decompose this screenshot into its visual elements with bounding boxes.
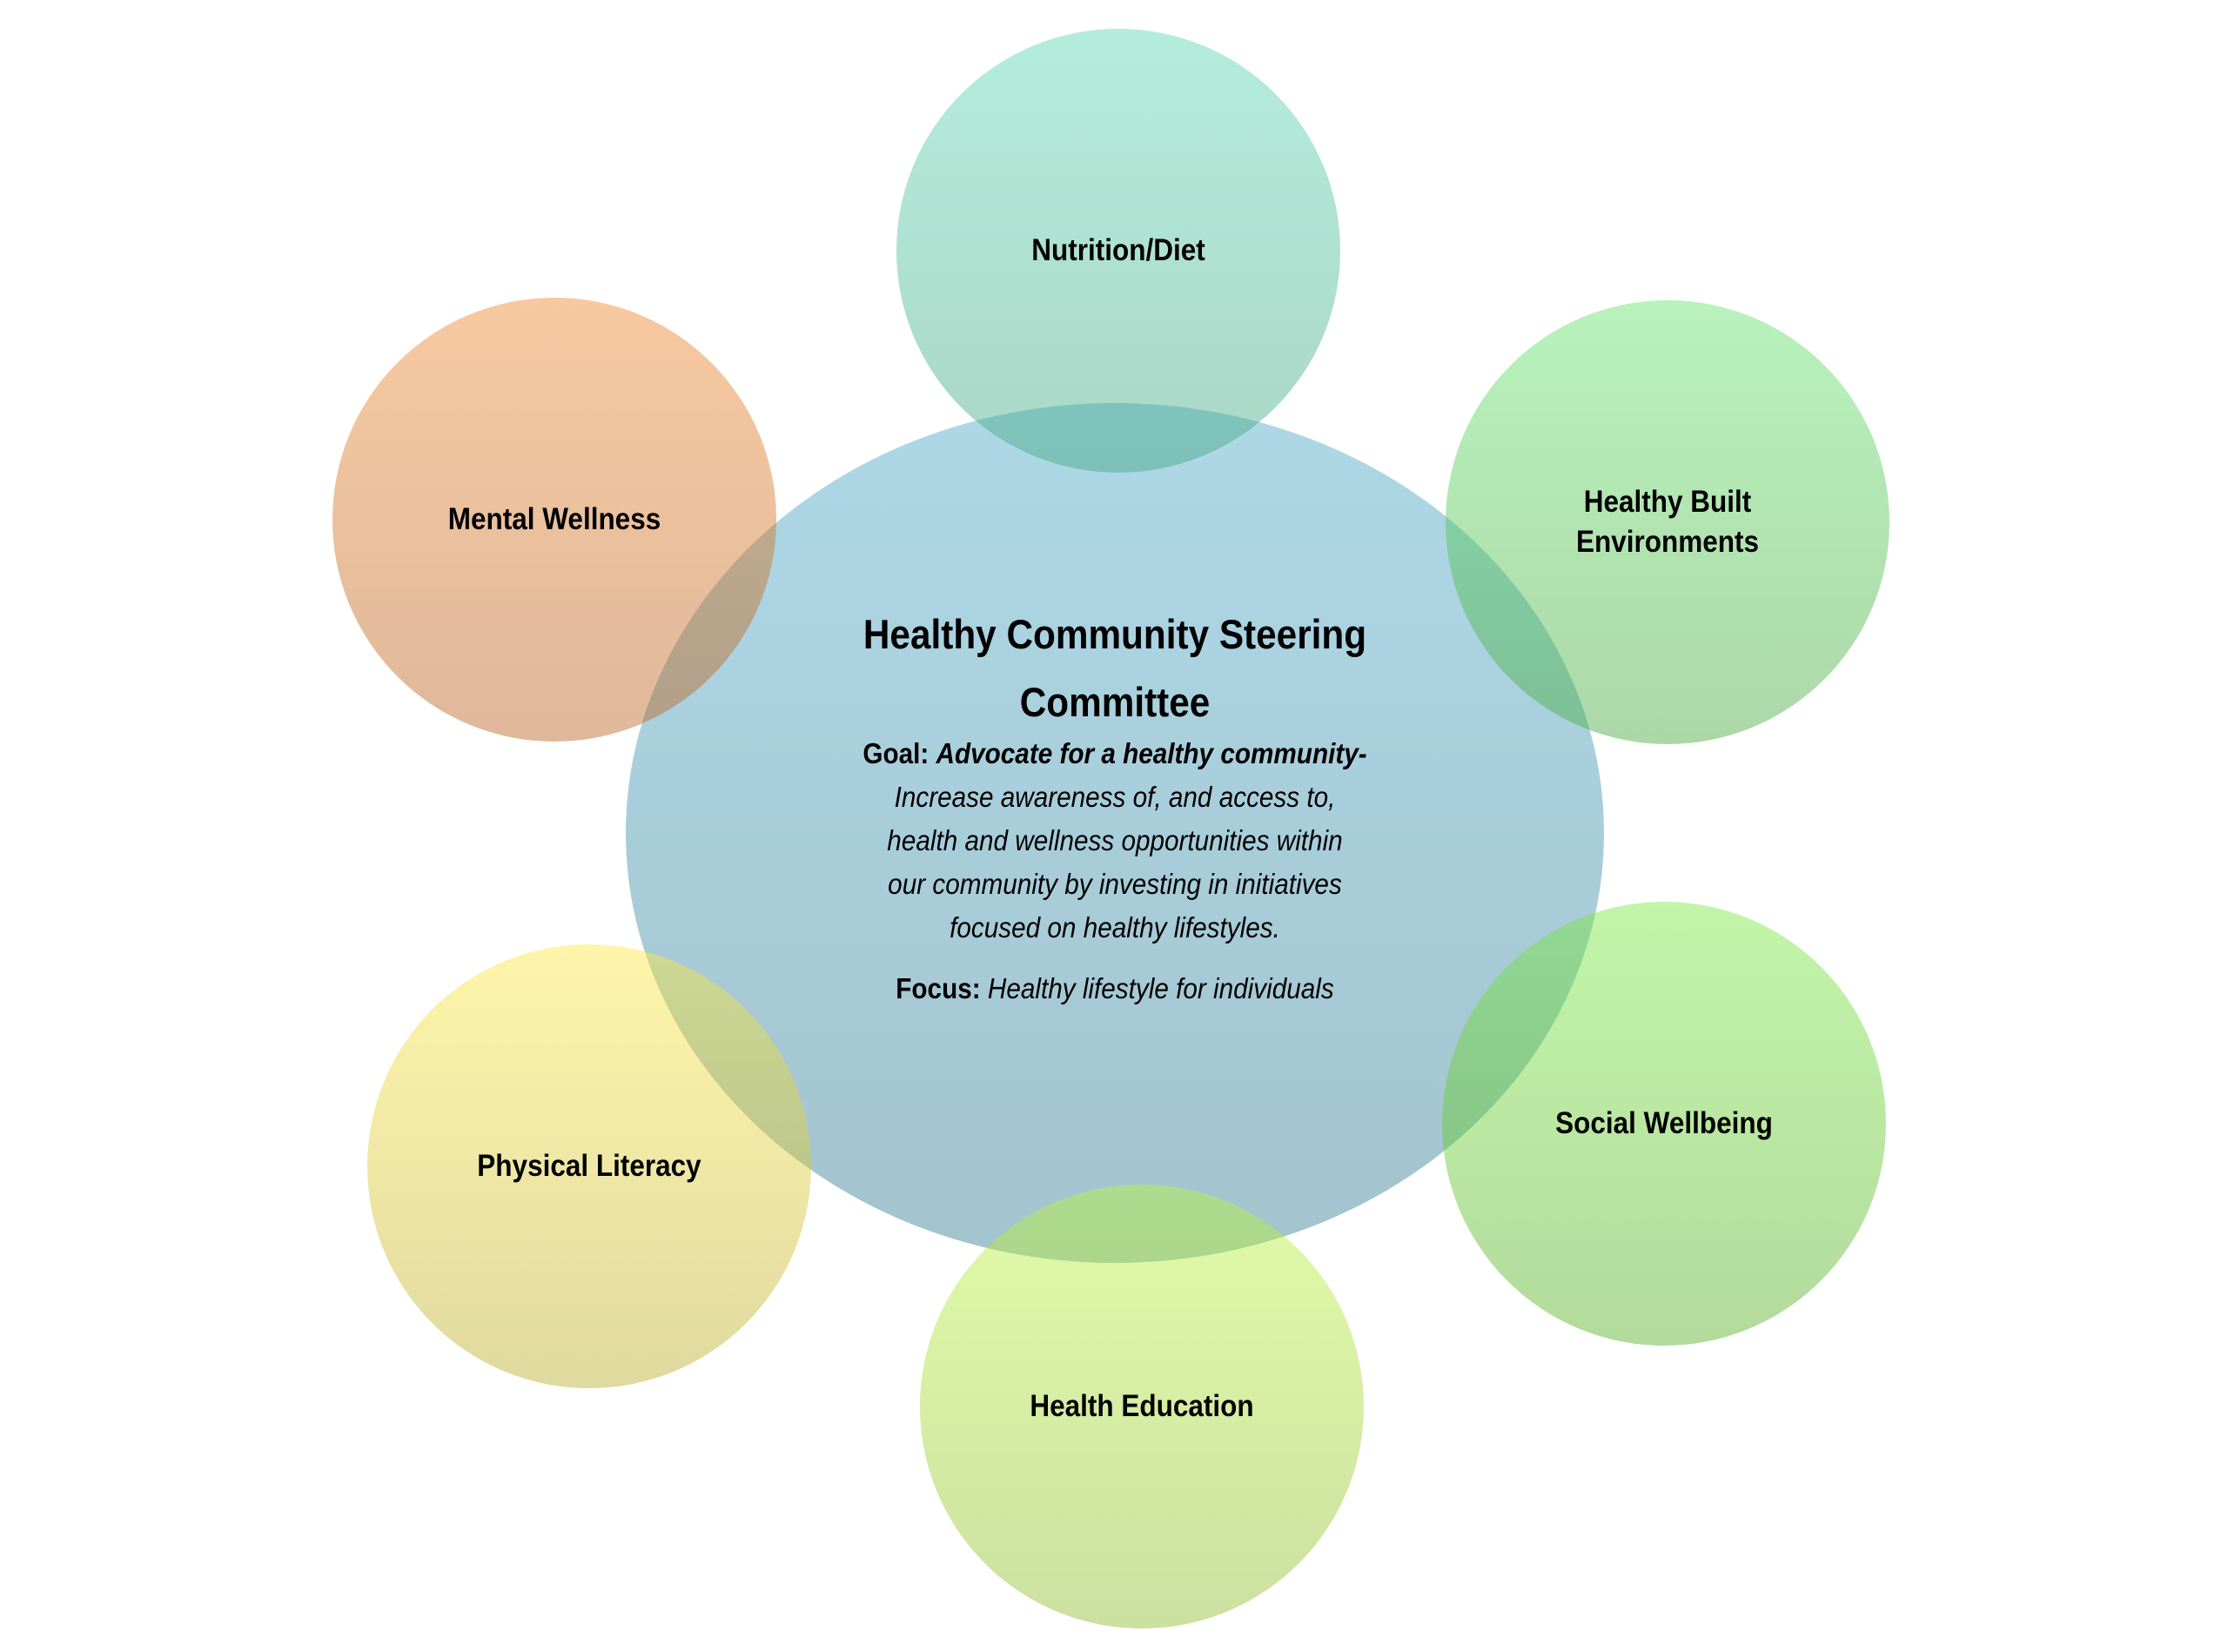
center-description: Goal: Advocate for a healthy community- … bbox=[723, 732, 1507, 1011]
goal-headline: Advocate for a healthy community- bbox=[936, 737, 1367, 769]
focus-label: Focus: bbox=[896, 972, 981, 1004]
center-title-line-1: Healthy Community Steering bbox=[862, 611, 1367, 657]
node-label-healthy-built-line-2: Environments bbox=[1575, 525, 1760, 559]
node-label-mental-wellness-text: Mental Wellness bbox=[447, 502, 661, 536]
node-label-health-education-text: Health Education bbox=[1030, 1389, 1254, 1423]
focus-text: Healthy lifestyle for individuals bbox=[987, 972, 1334, 1004]
node-circle-physical-literacy bbox=[367, 944, 811, 1388]
goal-line: Goal: Advocate for a healthy community- bbox=[723, 732, 1507, 776]
node-label-health-education: Health Education bbox=[1030, 1387, 1253, 1427]
node-label-physical-literacy-text: Physical Literacy bbox=[477, 1149, 701, 1183]
node-label-social-wellbeing-text: Social Wellbeing bbox=[1555, 1106, 1773, 1140]
node-circle-mental-wellness bbox=[332, 298, 776, 742]
goal-description-line-4: focused on healthy lifestyles. bbox=[950, 911, 1280, 944]
center-title-line-2: Committee bbox=[1019, 679, 1211, 725]
node-label-mental-wellness: Mental Wellness bbox=[448, 500, 661, 540]
center-ellipse bbox=[626, 403, 1604, 1263]
node-circle-healthy-built-environments bbox=[1446, 300, 1889, 744]
node-label-social-wellbeing: Social Wellbeing bbox=[1555, 1104, 1773, 1144]
goal-description-line-3: our community by investing in initiative… bbox=[888, 868, 1342, 900]
node-circle-social-wellbeing bbox=[1442, 902, 1886, 1346]
node-label-physical-literacy: Physical Literacy bbox=[477, 1146, 701, 1186]
node-label-nutrition: Nutrition/Diet bbox=[1031, 231, 1205, 271]
node-circle-nutrition bbox=[896, 29, 1340, 473]
goal-description-line-1: Increase awareness of, and access to, bbox=[894, 781, 1336, 813]
node-label-healthy-built-environments: Healthy Built Environments bbox=[1576, 482, 1759, 562]
node-label-nutrition-text: Nutrition/Diet bbox=[1031, 233, 1205, 267]
goal-description-line-2: health and wellness opportunities within bbox=[887, 824, 1343, 856]
goal-label: Goal: bbox=[862, 737, 929, 769]
node-label-healthy-built-line-1: Healthy Built bbox=[1583, 485, 1752, 519]
node-circle-health-education bbox=[920, 1185, 1364, 1628]
focus-line: Focus: Healthy lifestyle for individuals bbox=[723, 967, 1507, 1011]
center-title: Healthy Community Steering Committee bbox=[762, 601, 1467, 736]
